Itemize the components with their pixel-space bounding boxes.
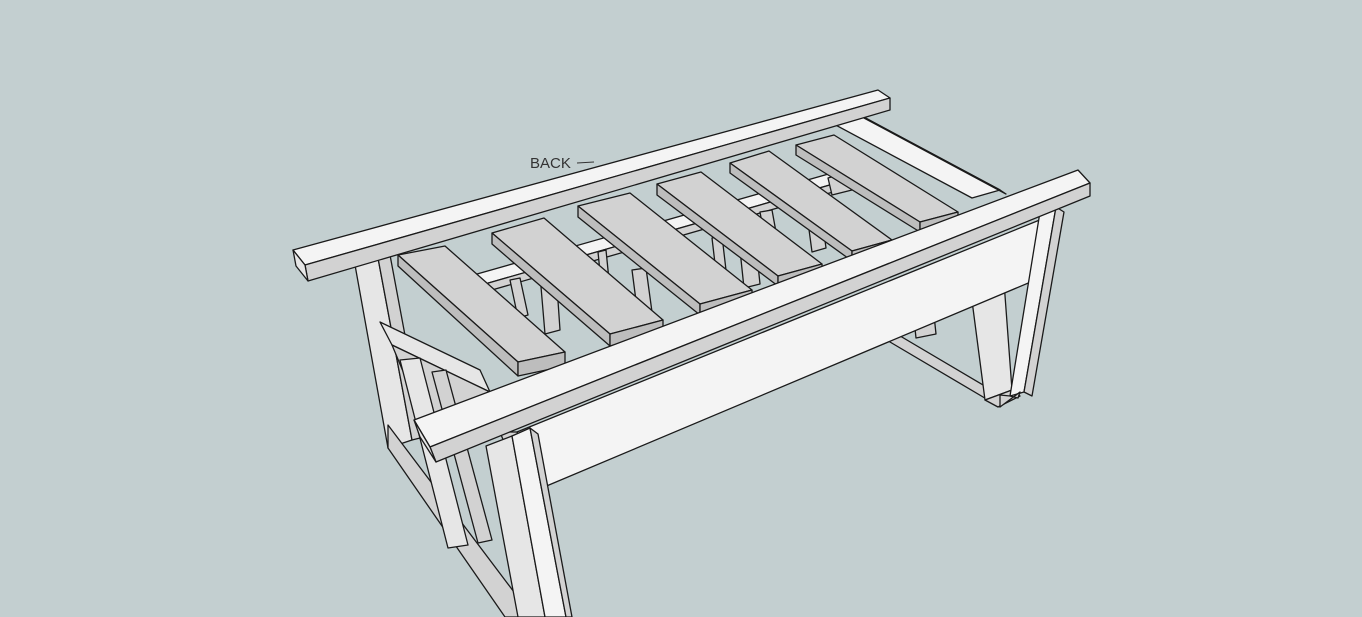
back-label: BACK — [530, 155, 571, 172]
back-callout: BACK — [530, 155, 595, 172]
front-top-rail — [413, 169, 1091, 463]
slat-2 — [491, 217, 664, 347]
front-left-leg — [485, 427, 573, 617]
back-leader-line — [576, 161, 595, 164]
seat-slats — [397, 134, 959, 377]
back-top-rail — [292, 89, 891, 282]
slat-1 — [397, 245, 566, 377]
